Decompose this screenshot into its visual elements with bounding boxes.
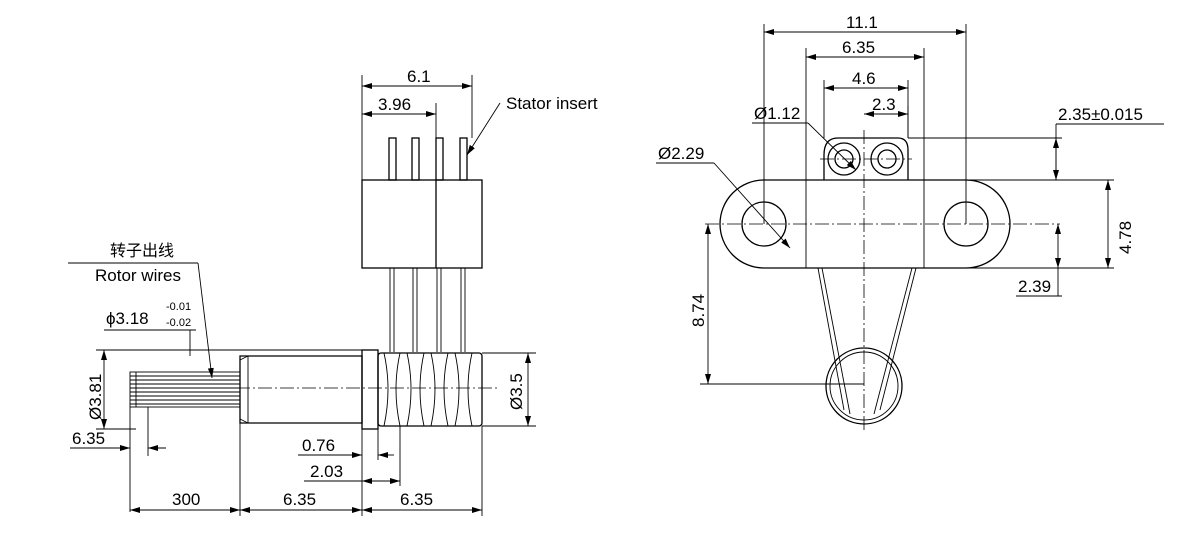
dim-wire-end-label: 6.35 xyxy=(72,429,105,448)
dim-dia-1-12-label: Ø1.12 xyxy=(754,104,800,123)
dim-2-39: 2.39 xyxy=(1016,224,1062,297)
dim-0-76: 0.76 xyxy=(298,429,394,460)
shaft-dia-tol-upper: -0.01 xyxy=(166,301,191,313)
stator-pins-bottom xyxy=(389,268,466,352)
rotor-label-cn: 转子出线 xyxy=(110,241,174,260)
dim-2-03: 2.03 xyxy=(304,426,401,486)
dim-6-35-a-label: 6.35 xyxy=(283,490,316,509)
dim-2-03-label: 2.03 xyxy=(310,462,343,481)
dim-11-1-label: 11.1 xyxy=(846,13,878,32)
dia-3-81-label: Ø3.81 xyxy=(86,374,105,420)
dim-3-96-label: 3.96 xyxy=(378,95,411,114)
dim-dia-2-29: Ø2.29 xyxy=(656,144,791,249)
dim-6-35-b-label: 6.35 xyxy=(400,490,433,509)
dim-2-35: 2.35±0.015 xyxy=(908,105,1164,181)
dim-6-35-front-label: 6.35 xyxy=(842,38,875,57)
dim-2-35-label: 2.35±0.015 xyxy=(1058,105,1143,124)
rotor-shaft xyxy=(239,349,483,430)
dim-dia-3-81: Ø3.81 xyxy=(86,349,362,430)
shaft-dia-tol-lower: -0.02 xyxy=(166,317,191,329)
dim-dia-2-29-label: Ø2.29 xyxy=(658,144,704,163)
stator-body xyxy=(361,179,483,269)
rotor-label-en: Rotor wires xyxy=(95,266,181,285)
dim-dia-3-5: Ø3.5 xyxy=(482,352,536,427)
side-view: 6.1 3.96 Stator insert 转子出线 Rotor wires … xyxy=(68,67,598,516)
shaft-dia-main: ϕ3.18 xyxy=(106,309,149,328)
stator-pins-top xyxy=(388,137,468,181)
rotor-wires-callout: 转子出线 Rotor wires xyxy=(68,241,214,379)
dim-300-label: 300 xyxy=(172,490,200,509)
dim-4-78: 4.78 xyxy=(966,180,1135,269)
dim-6-35-front: 6.35 xyxy=(805,38,925,180)
dim-4-78-label: 4.78 xyxy=(1116,221,1135,254)
dim-0-76-label: 0.76 xyxy=(302,436,335,455)
dim-dia-1-12: Ø1.12 xyxy=(752,104,857,171)
dim-6-1: 6.1 xyxy=(361,67,473,180)
stator-insert-callout: Stator insert xyxy=(466,94,598,156)
dim-bottom-chain: 300 6.35 6.35 xyxy=(130,423,483,516)
dim-6-1-label: 6.1 xyxy=(407,67,431,86)
dim-3-96: 3.96 xyxy=(362,95,437,138)
stator-insert-label: Stator insert xyxy=(506,94,598,113)
dim-11-1: 11.1 xyxy=(763,13,967,224)
dim-8-74: 8.74 xyxy=(689,224,864,385)
dim-2-39-label: 2.39 xyxy=(1018,277,1051,296)
dim-wire-end: 6.35 xyxy=(70,407,166,512)
dim-8-74-label: 8.74 xyxy=(689,294,708,327)
rotor-wire-bundle xyxy=(129,371,241,408)
dim-2-3: 2.3 xyxy=(864,95,909,138)
dim-2-3-label: 2.3 xyxy=(872,95,896,114)
dim-4-6-label: 4.6 xyxy=(852,69,876,88)
shaft-diameter-callout: ϕ3.18 -0.01 -0.02 xyxy=(104,301,196,356)
front-view: 11.1 6.35 4.6 2.3 Ø1.12 xyxy=(656,13,1164,430)
rotor-wire-loop xyxy=(817,267,917,425)
dia-3-5-label: Ø3.5 xyxy=(507,373,526,410)
